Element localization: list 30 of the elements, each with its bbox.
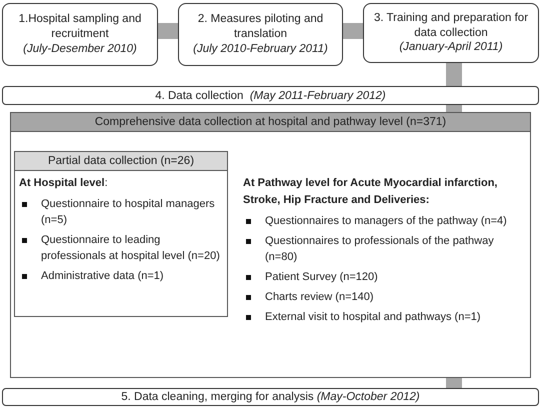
list-item: Charts review (n=140) [265, 290, 374, 303]
list-heading: At Hospital level: [19, 176, 109, 191]
list-heading: At Pathway level for Acute Myocardial infarction, Stroke, Hip Fracture and Deliveries: [243, 176, 498, 208]
list-item: Questionnaire to leading professionals at hospital level (n=20) [41, 234, 220, 262]
list-item: Questionnaire to hospital managers (n=5) [41, 198, 215, 226]
process-box [178, 3, 343, 66]
connector [446, 378, 462, 388]
connector [343, 23, 363, 39]
list-item: Questionnaires to managers of the pathway (n=4) [265, 215, 507, 228]
step-period: (January-April 2011) [399, 40, 503, 56]
list-item: Patient Survey (n=120) [265, 270, 378, 283]
step-period: (July 2010-February 2011) [193, 42, 328, 57]
panel-heading: Comprehensive data collection at hospital and pathway level (n=371) [11, 113, 530, 132]
subsection-panel [14, 151, 228, 317]
list-item: Questionnaires to professionals of the pathway (n=80) [265, 235, 494, 263]
connector [446, 63, 462, 86]
connector [446, 105, 462, 112]
stage-bar: 4. Data collection (May 2011-February 2012) [2, 86, 539, 105]
process-box [2, 3, 158, 66]
panel-heading: Partial data collection (n=26) [15, 152, 227, 171]
step-period: (July-Desember 2010) [23, 42, 137, 57]
stage-bar: 5. Data cleaning, merging for analysis (May-October 2012) [2, 388, 539, 406]
connector [158, 23, 178, 39]
list-item: External visit to hospital and pathways (n=1) [265, 310, 481, 323]
step-title: 3. Training and preparation for data collection [372, 10, 530, 40]
section-panel [10, 112, 531, 378]
list-item: Administrative data (n=1) [41, 270, 164, 282]
process-box [363, 3, 539, 63]
step-title: 1.Hospital sampling and recruitment [18, 12, 142, 42]
step-title: 2. Measures piloting and translation [196, 12, 324, 42]
